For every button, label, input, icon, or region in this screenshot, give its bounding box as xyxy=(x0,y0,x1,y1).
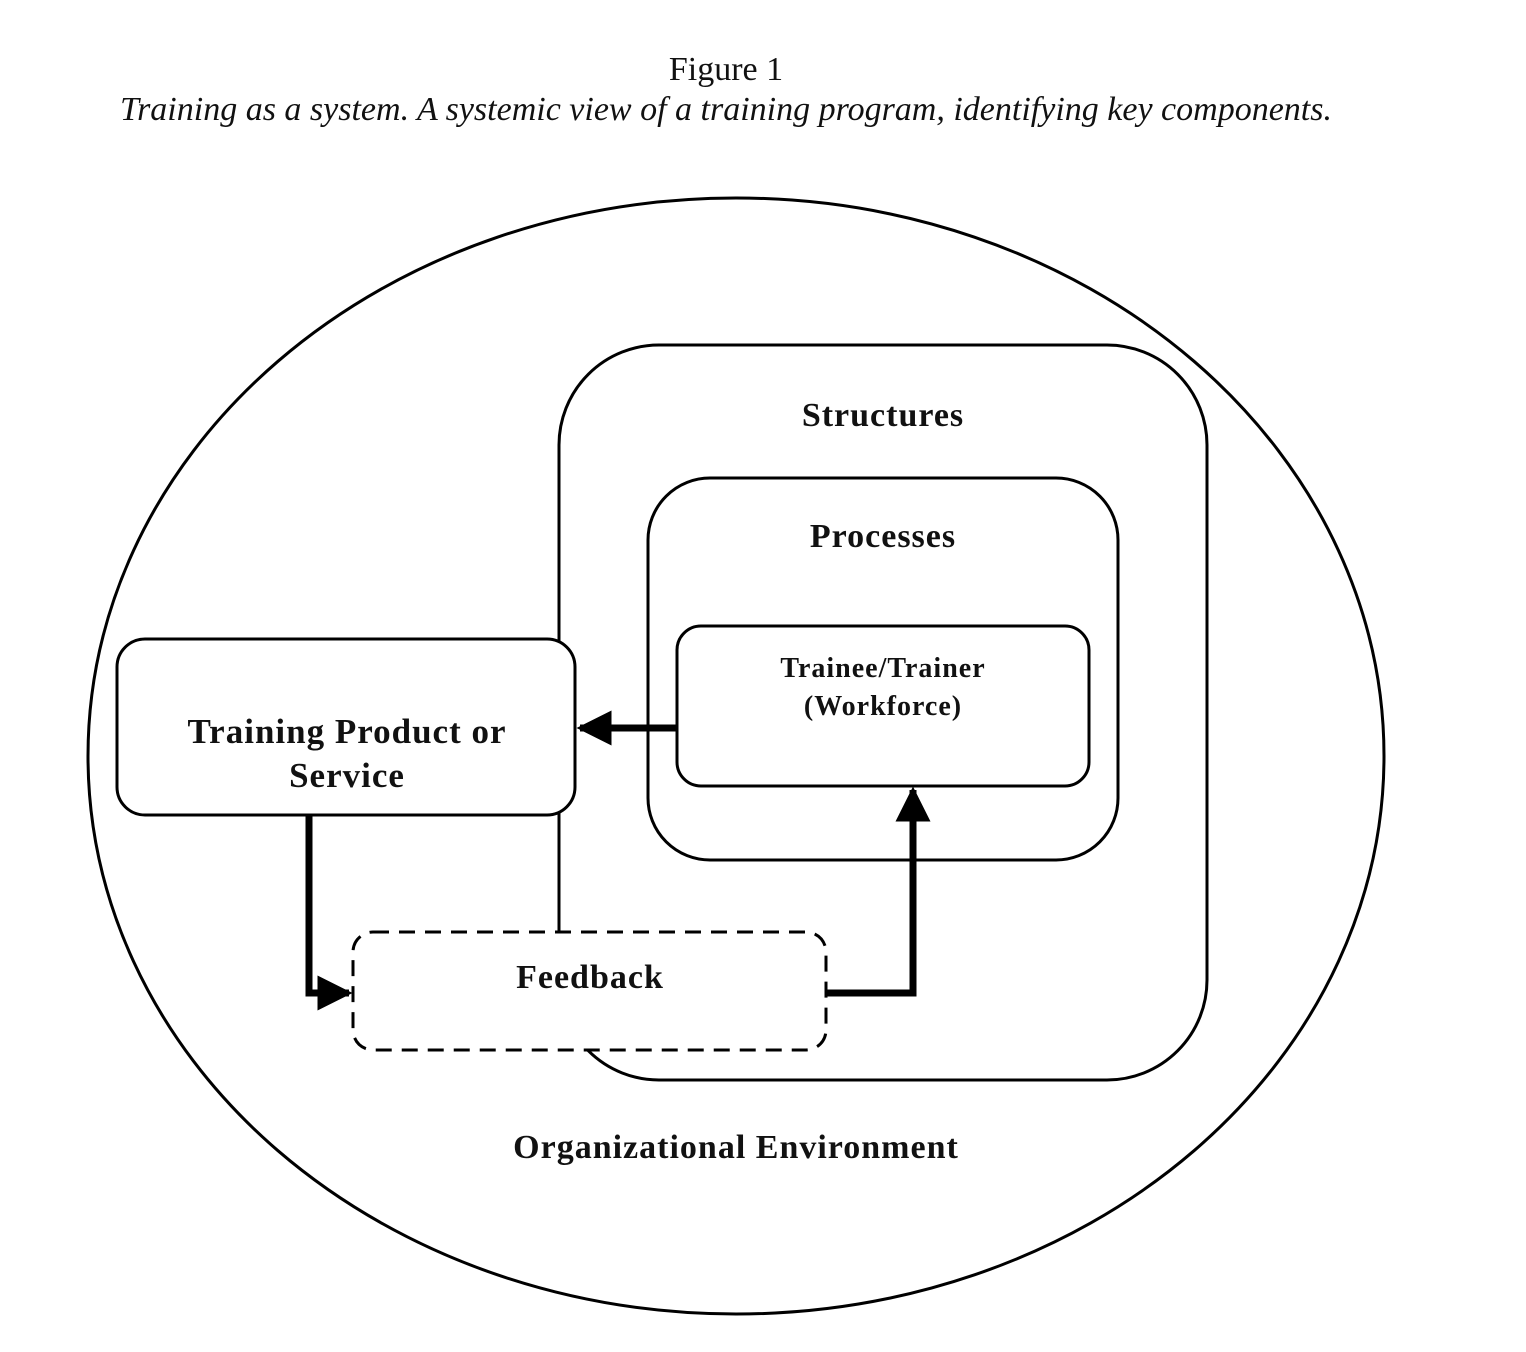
figure-caption: Training as a system. A systemic view of… xyxy=(120,91,1332,128)
training-product-label-line2: Service xyxy=(289,756,405,795)
structures-label: Structures xyxy=(802,397,964,434)
processes-label: Processes xyxy=(810,518,956,555)
feedback-to-workforce-arrow xyxy=(826,786,931,997)
feedback-label: Feedback xyxy=(516,959,664,996)
figure-number: Figure 1 xyxy=(668,51,784,88)
product-to-feedback-arrow xyxy=(305,815,353,1011)
organizational-environment-ellipse xyxy=(86,196,1386,1316)
workforce-box xyxy=(675,624,1091,788)
organizational-environment-label: Organizational Environment xyxy=(513,1129,959,1166)
workforce-label-line2: (Workforce) xyxy=(804,691,962,722)
workforce-label-line1: Trainee/Trainer xyxy=(780,653,985,684)
training-product-box xyxy=(115,637,577,817)
training-product-label-line1: Training Product or xyxy=(187,712,506,751)
